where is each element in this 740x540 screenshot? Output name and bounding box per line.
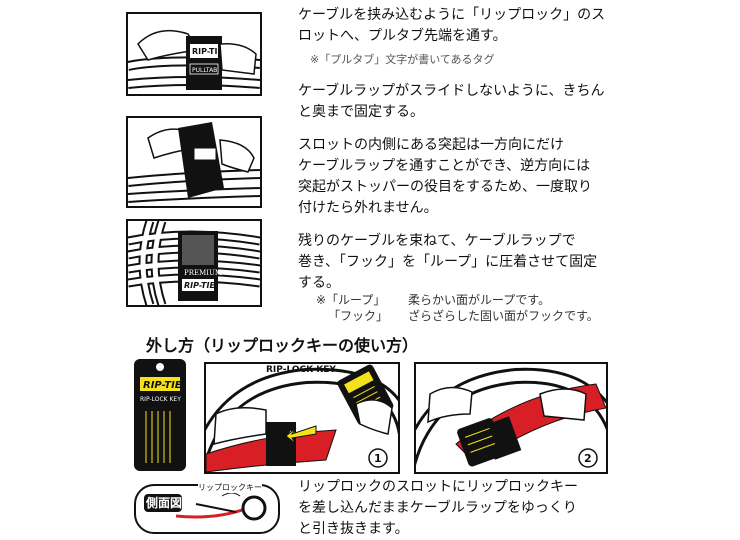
step3-line1: スロットの内側にある突起は一方向にだけ [298,137,564,153]
step3-line4: 付けたら外れません。 [298,200,438,216]
strap-pull-drawing: 2 [416,367,606,468]
step1-line2: ロットへ、プルタブ先端を通す。 [298,28,507,44]
step4-note1-term: ※「ループ」 [316,293,386,307]
removal-panel-2: 2 [414,362,608,474]
key-logo: RIP-TIE [143,380,182,391]
premium-label: PREMIUM [184,269,222,277]
panel1-number: 1 [374,452,382,465]
step4-note2-desc: ざらざらした固い面がフックです。 [408,309,599,323]
strap-tighten-drawing [128,122,260,203]
step4-note2-term: 「フック」 [328,309,389,323]
bundled-cables-drawing: PREMIUM RIP-TIE [128,221,260,305]
pulltab-label: PULLTAB [192,67,217,74]
removal-line3: と引き抜きます。 [298,521,409,537]
side-view-drawing [144,492,267,521]
removal-section-title: 外し方（リップロックキーの使い方） [146,336,419,355]
panel2-number: 2 [584,452,592,465]
svg-text:RIP-TIE: RIP-TIE [192,47,223,56]
step4-line2: 巻き、「フック」を「ループ」に圧着させて固定 [298,254,598,270]
key-tag-drawing: RIP-TIE RIP-LOCK KEY [134,359,186,471]
step4-line3: する。 [298,275,340,291]
removal-panel-1: 1 RIP-LOCK KEY [204,362,400,474]
step4-illustration: PREMIUM RIP-TIE [126,219,262,307]
step1-illustration: RIP-TIE PULLTAB [126,12,262,96]
step2-line2: と奥まで固定する。 [298,104,424,120]
cable-strap-insert-drawing: RIP-TIE PULLTAB [128,29,260,90]
panel1-label: RIP-LOCK KEY [266,365,336,375]
step3-line2: ケーブルラップを通すことができ、逆方向には [298,158,591,174]
removal-line2: を差し込んだままケーブルラップをゆっくり [298,500,577,516]
side-view-diagram: 側面図 リップロックキー [134,482,280,534]
step4-note1-desc: 柔らかい面がループです。 [408,293,551,307]
side-view-label: 側面図 [146,496,183,510]
riptie-label: RIP-TIE [184,281,215,290]
side-view-callout: リップロックキー [198,482,262,493]
step4-line1: 残りのケーブルを束ねて、ケーブルラップで [298,233,576,249]
step3-line3: 突起がストッパーの役目をするため、一度取り [298,179,592,195]
key-name: RIP-LOCK KEY [140,396,181,403]
key-insert-drawing: 1 [206,364,398,472]
step2-line1: ケーブルラップがスライドしないように、きちん [298,83,605,99]
removal-line1: リップロックのスロットにリップロックキー [298,479,578,495]
rip-lock-key-tag: RIP-TIE RIP-LOCK KEY [132,355,188,473]
step1-line1: ケーブルを挟み込むように「リップロック」のス [298,7,606,23]
step2-illustration [126,116,262,208]
step1-note: ※「プルタブ」文字が書いてあるタグ [310,53,495,66]
